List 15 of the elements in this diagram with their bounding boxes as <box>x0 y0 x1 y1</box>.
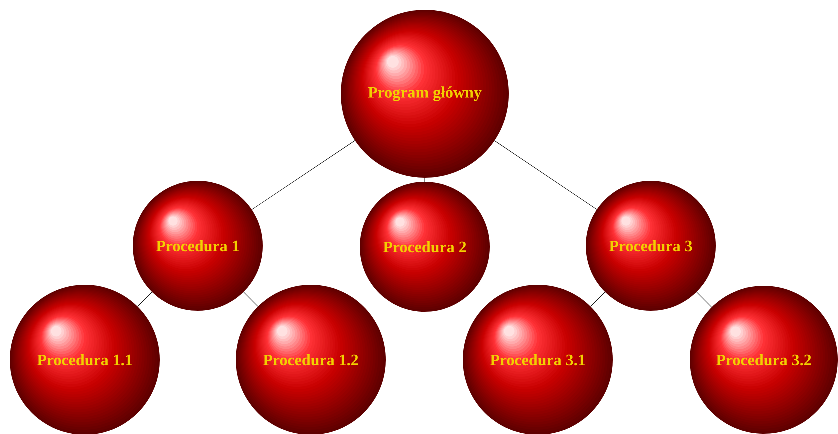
connector-line <box>252 140 356 210</box>
sphere-node: Procedura 1.1 <box>10 285 160 434</box>
sphere-node: Procedura 3.1 <box>463 285 613 434</box>
sphere-node: Procedura 1 <box>133 181 263 311</box>
sphere-node: Program główny <box>341 10 509 178</box>
connector-line <box>424 178 426 182</box>
connector-line <box>494 140 598 210</box>
sphere-node: Procedura 3.2 <box>690 286 838 434</box>
connector-line <box>590 292 606 307</box>
connector-line <box>244 292 258 307</box>
sphere-node: Procedura 2 <box>360 182 490 312</box>
connector-line <box>696 292 712 308</box>
sphere-node: Procedura 3 <box>586 181 716 311</box>
connector-line <box>138 292 152 307</box>
sphere-node: Procedura 1.2 <box>236 285 386 434</box>
